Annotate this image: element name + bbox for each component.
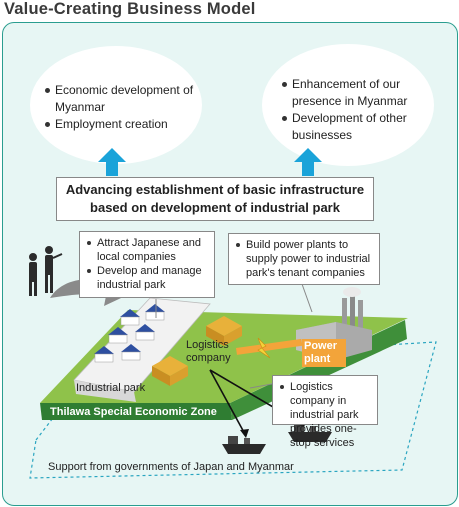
warehouse-icon — [206, 316, 242, 346]
up-arrow-left-icon — [98, 148, 126, 176]
ship-icon — [288, 424, 332, 442]
main-box-line2: based on development of industrial park — [90, 200, 340, 215]
power-box: Build power plants to supply power to in… — [228, 233, 380, 285]
lightning-icon — [257, 337, 271, 359]
page-title: Value-Creating Business Model — [4, 0, 256, 18]
industrial-park-label: Industrial park — [76, 382, 146, 394]
list-item: Develop and manage industrial park — [86, 264, 208, 292]
list-item: Build power plants to supply power to in… — [235, 238, 373, 280]
list-item: Employment creation — [44, 116, 199, 133]
arrow-line — [209, 369, 247, 437]
logistics-box: Logistics company in industrial park pro… — [272, 375, 378, 449]
list-item: Enhancement of our presence in Myanmar — [281, 76, 421, 110]
attract-box: Attract Japanese and local companies Dev… — [79, 231, 215, 298]
ship-icon — [222, 436, 266, 454]
list-item: Logistics company in industrial park pro… — [279, 380, 371, 450]
top-left-list: Economic development of Myanmar Employme… — [44, 82, 199, 133]
list-item: Attract Japanese and local companies — [86, 236, 208, 264]
list-item: Development of other businesses — [281, 110, 421, 144]
support-region — [29, 341, 437, 479]
zone-label: Thilawa Special Economic Zone — [50, 406, 217, 418]
factory-buildings — [94, 304, 165, 363]
main-box-line1: Advancing establishment of basic infrast… — [65, 182, 365, 197]
cloud-left — [30, 46, 202, 164]
logistics-company-label: Logistics company — [186, 339, 231, 364]
power-plant-label: Power plant — [302, 339, 346, 367]
support-label: Support from governments of Japan and My… — [48, 461, 294, 473]
people-icon — [29, 246, 63, 296]
main-box: Advancing establishment of basic infrast… — [56, 177, 374, 221]
industrial-park-side — [74, 380, 136, 402]
cloud-right — [262, 44, 434, 166]
warehouse-icon — [152, 356, 188, 386]
up-arrow-right-icon — [294, 148, 322, 176]
list-item: Economic development of Myanmar — [44, 82, 199, 116]
power-line — [236, 338, 303, 355]
zone-land-side — [40, 403, 232, 420]
top-right-list: Enhancement of our presence in Myanmar D… — [281, 76, 421, 144]
